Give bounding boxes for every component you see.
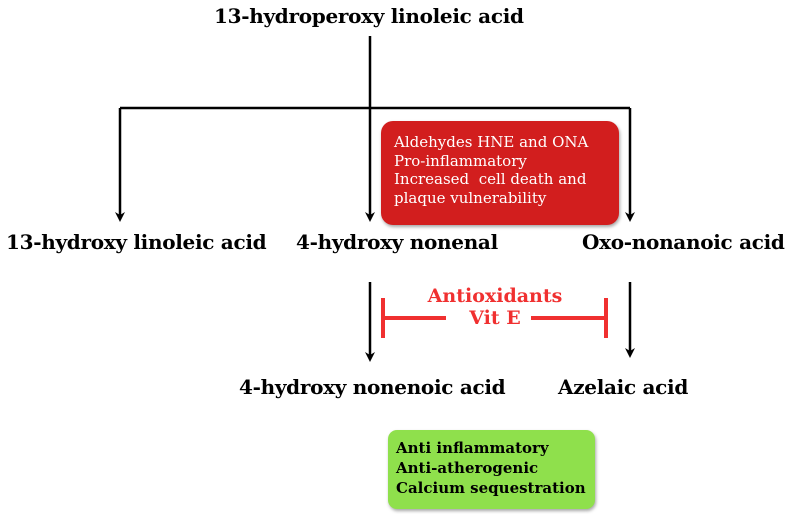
aldehydes-effects-box: Aldehydes HNE and ONA Pro-inflammatory I… bbox=[381, 121, 619, 225]
green-box-line-3: Calcium sequestration bbox=[396, 479, 586, 497]
azelaic-effects-box: Anti inflammatory Anti-atherogenic Calci… bbox=[388, 430, 595, 509]
antioxidant-line-2: Vit E bbox=[469, 307, 521, 329]
red-box-line-2: Pro-inflammatory bbox=[394, 151, 527, 170]
red-box-line-3: Increased cell death and bbox=[394, 170, 587, 188]
green-box-line-2: Anti-atherogenic bbox=[396, 459, 539, 477]
root-node-label: 13-hydroperoxy linoleic acid bbox=[214, 4, 524, 28]
right-node-label: Oxo-nonanoic acid bbox=[582, 230, 785, 254]
right-product-label: Azelaic acid bbox=[558, 375, 689, 399]
antioxidant-label: Antioxidants Vit E bbox=[420, 287, 570, 328]
middle-node-label: 4-hydroxy nonenal bbox=[296, 230, 498, 254]
middle-product-label: 4-hydroxy nonenoic acid bbox=[239, 375, 506, 399]
left-node-label: 13-hydroxy linoleic acid bbox=[6, 230, 267, 254]
antioxidant-line-1: Antioxidants bbox=[427, 285, 563, 307]
green-box-line-1: Anti inflammatory bbox=[396, 439, 549, 457]
red-box-line-4: plaque vulnerability bbox=[394, 188, 547, 207]
red-box-line-1: Aldehydes HNE and ONA bbox=[394, 133, 589, 151]
